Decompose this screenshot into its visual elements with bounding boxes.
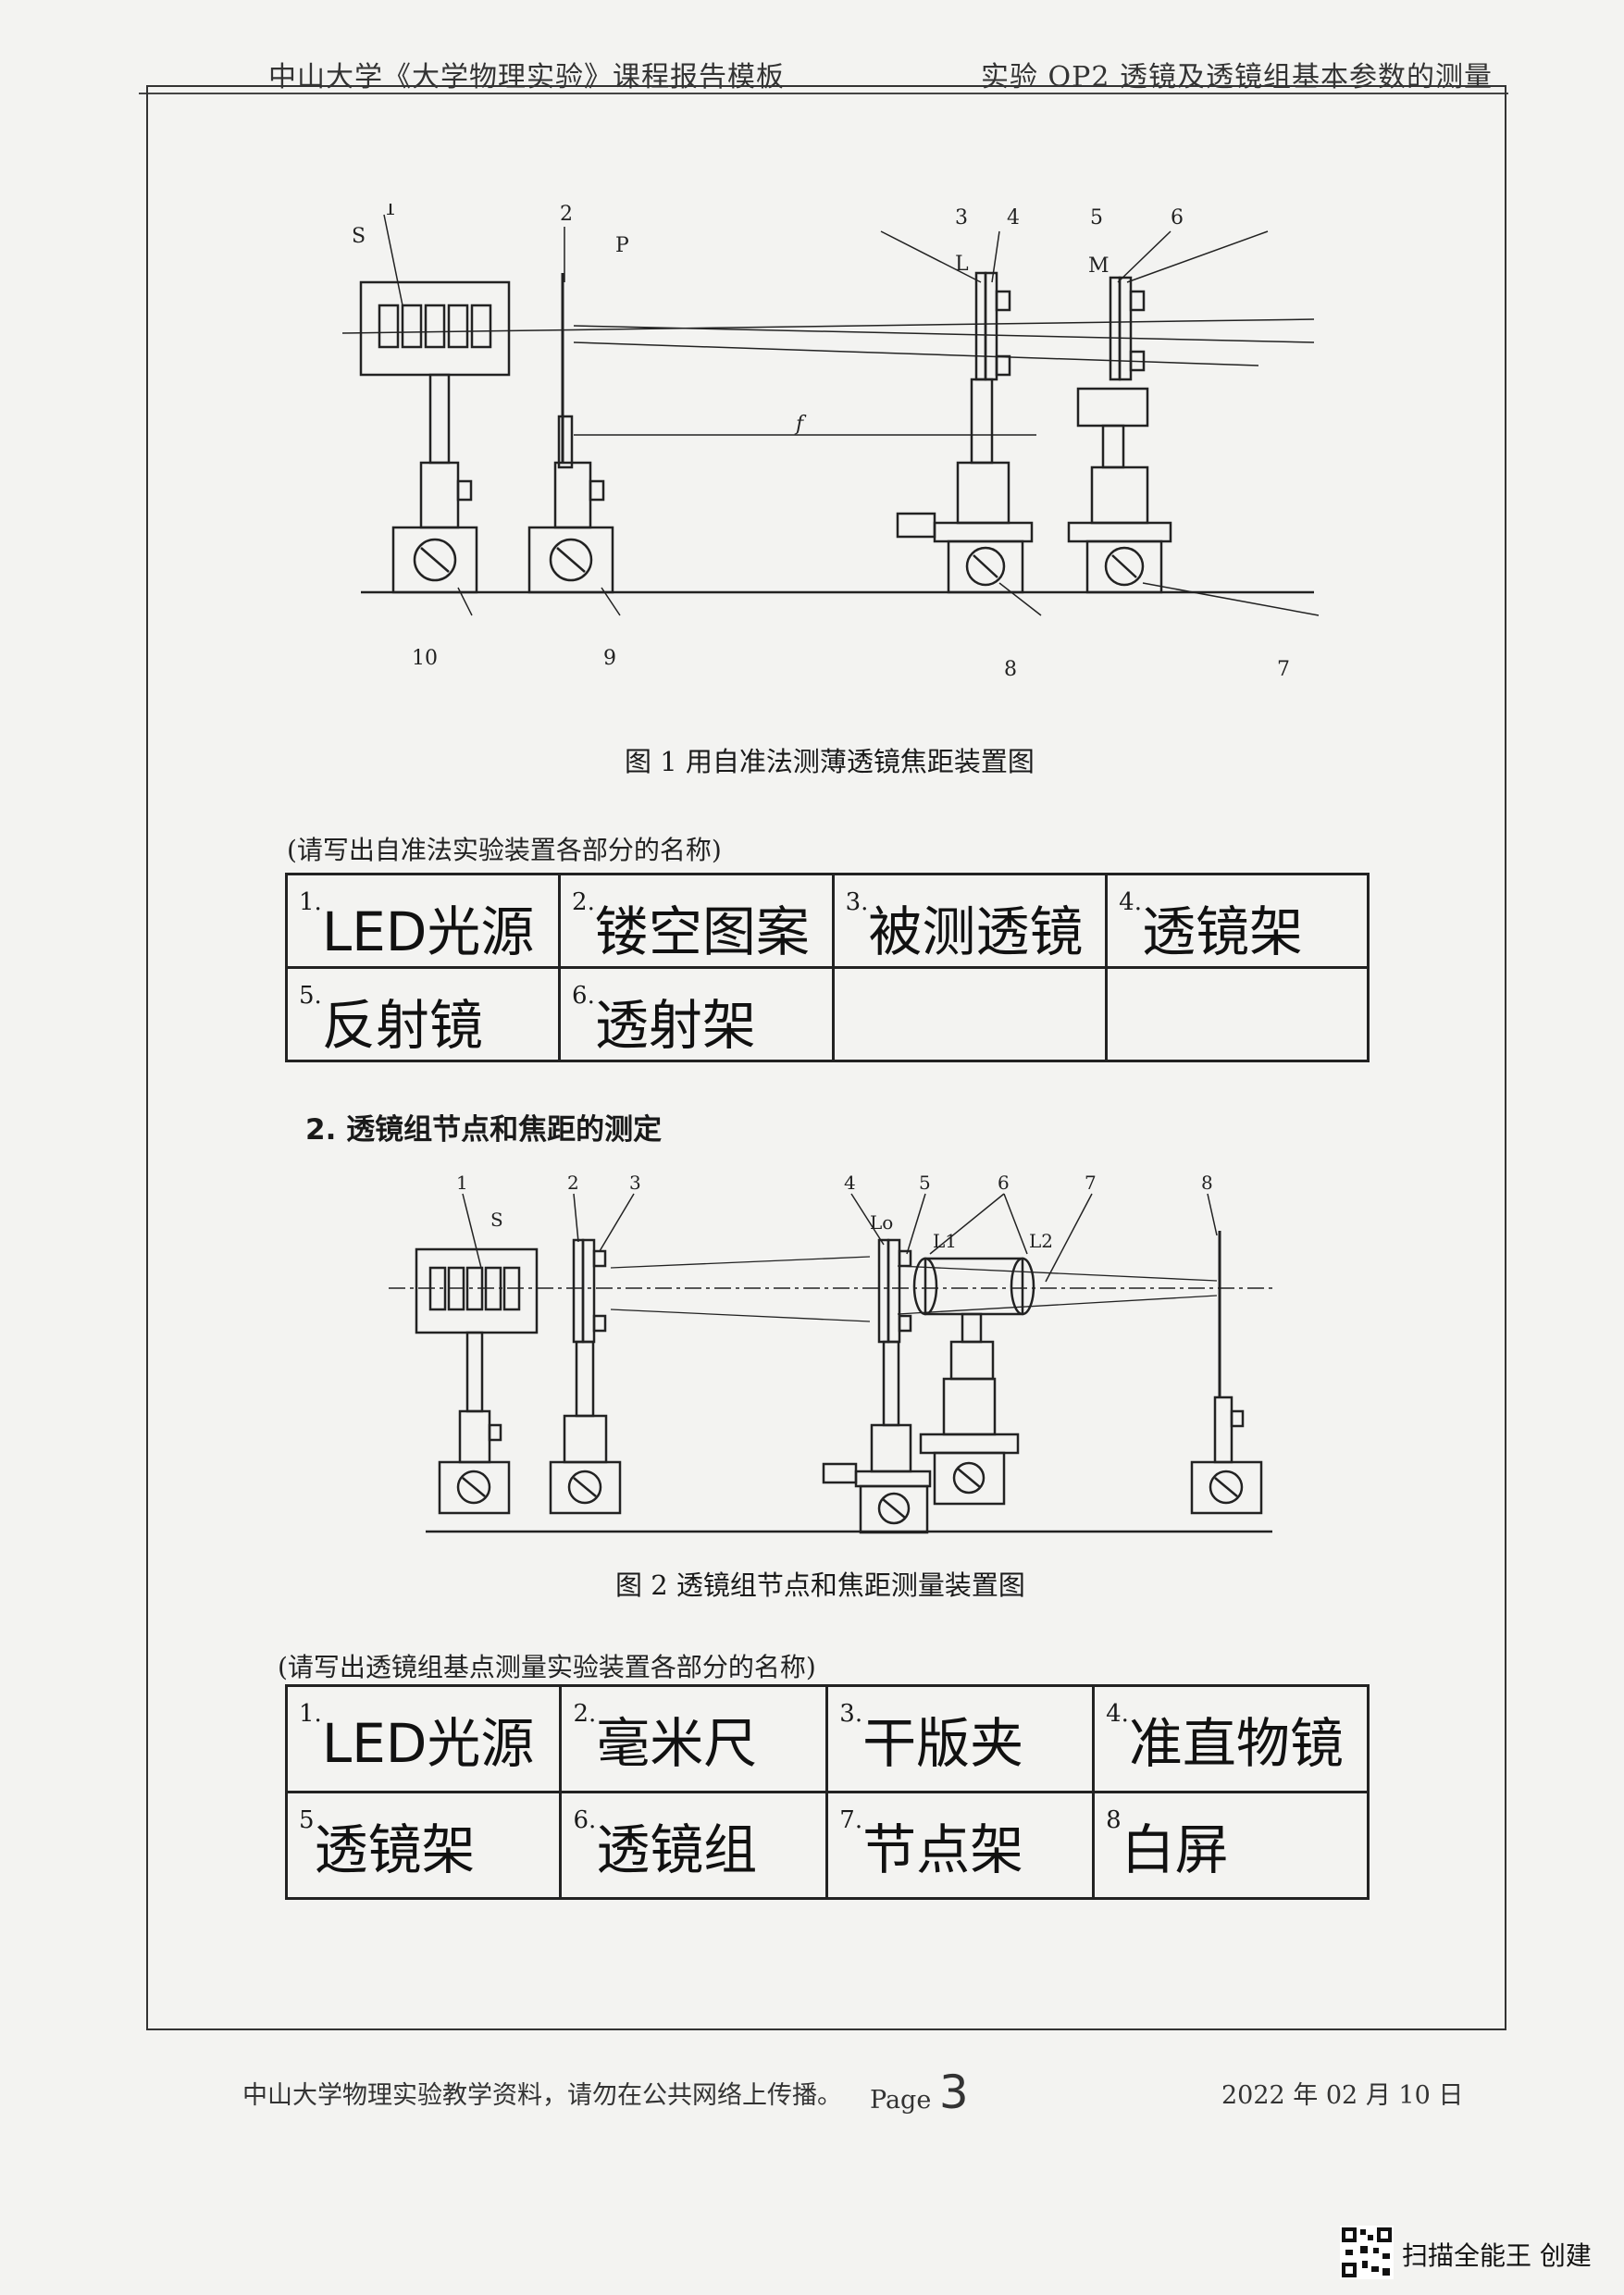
header-rule <box>139 93 1508 94</box>
table-2-cell-4: 4.准直物镜 <box>1092 1684 1370 1793</box>
table-1-cell-5: 5.反射镜 <box>284 966 562 1062</box>
fig2-label-L2: L2 <box>1029 1230 1053 1252</box>
footer-page: Page 3 <box>870 2066 969 2119</box>
fig2-label-3: 3 <box>629 1172 641 1194</box>
fig1-label-S: S <box>352 225 366 248</box>
fig2-label-6: 6 <box>998 1172 1010 1194</box>
footer-notice: 中山大学物理实验教学资料，请勿在公共网络上传播。 <box>242 2081 842 2110</box>
table-2-cell-2: 2.毫米尺 <box>559 1684 829 1793</box>
fig1-label-8: 8 <box>1004 658 1017 681</box>
table-2-cell-5: 5透镜架 <box>284 1791 563 1900</box>
fig1-label-1: 1 <box>384 204 397 220</box>
section-2-title: 2. 透镜组节点和焦距的测定 <box>305 1113 663 1147</box>
fig1-label-4: 4 <box>1007 206 1020 230</box>
fig1-label-7: 7 <box>1277 658 1290 681</box>
fig2-label-7: 7 <box>1085 1172 1097 1194</box>
fig2-label-8: 8 <box>1201 1172 1213 1194</box>
fig2-label-1: 1 <box>456 1172 468 1194</box>
page-number: 3 <box>938 2066 969 2119</box>
table-1-prompt: (请写出自准法实验装置各部分的名称) <box>287 835 722 865</box>
fig1-label-10: 10 <box>412 647 438 670</box>
table-1-cell-6: 6.透射架 <box>558 966 835 1062</box>
fig1-label-6: 6 <box>1171 206 1184 230</box>
table-2-cell-6: 6.透镜组 <box>559 1791 829 1900</box>
table-2-prompt: (请写出透镜组基点测量实验装置各部分的名称) <box>278 1652 816 1682</box>
figure-1-caption: 图 1 用自准法测薄透镜焦距装置图 <box>625 746 1035 777</box>
table-1-cell-2: 2.镂空图案 <box>558 873 835 969</box>
page-frame <box>146 85 1506 2030</box>
header-experiment-title: 实验 OP2 透镜及透镜组基本参数的测量 <box>981 61 1493 93</box>
fig1-label-9: 9 <box>603 647 616 670</box>
table-2-cell-7: 7.节点架 <box>825 1791 1096 1900</box>
table-2-cell-1: 1.LED光源 <box>284 1684 563 1793</box>
table-2-cell-3: 3.干版夹 <box>825 1684 1096 1793</box>
figure-1-apparatus-diagram: S 1 2 P 3 L 4 5 M 6 f 10 9 8 7 <box>341 204 1320 681</box>
footer-date: 2022 年 02 月 10 日 <box>1221 2081 1464 2110</box>
figure-2-caption: 图 2 透镜组节点和焦距测量装置图 <box>615 1569 1025 1601</box>
apparatus-names-table-2: 1.LED光源 2.毫米尺 3.干版夹 4.准直物镜 5透镜架 6.透镜组 7.… <box>284 1684 1370 1900</box>
table-1-cell-3: 3.被测透镜 <box>831 873 1109 969</box>
fig2-label-Lo: Lo <box>870 1211 893 1234</box>
table-1-cell-7 <box>831 966 1109 1062</box>
watermark-text: 扫描全能王 创建 <box>1402 2240 1592 2271</box>
fig2-label-2: 2 <box>567 1172 579 1194</box>
fig2-label-4: 4 <box>844 1172 856 1194</box>
fig1-label-5: 5 <box>1090 206 1103 230</box>
table-1-cell-8 <box>1105 966 1370 1062</box>
fig2-label-S: S <box>490 1209 503 1231</box>
fig2-label-L1: L1 <box>933 1230 957 1252</box>
fig1-label-2: 2 <box>560 204 573 226</box>
table-1-cell-1: 1.LED光源 <box>284 873 562 969</box>
fig1-label-f: f <box>794 413 807 436</box>
fig1-label-M: M <box>1088 254 1110 278</box>
fig1-label-L: L <box>955 253 969 276</box>
apparatus-names-table-1: 1.LED光源 2.镂空图案 3.被测透镜 4.透镜架 5.反射镜 6.透射架 <box>284 873 1370 1062</box>
page-label: Page <box>870 2086 932 2115</box>
figure-2-apparatus-diagram: 1 S 2 3 4 Lo 5 6 L1 L2 7 8 <box>389 1172 1272 1534</box>
table-1-cell-4: 4.透镜架 <box>1105 873 1370 969</box>
fig1-label-3: 3 <box>955 206 968 230</box>
fig1-label-P: P <box>615 234 629 257</box>
qr-code-icon <box>1340 2226 1394 2279</box>
header-course-title: 中山大学《大学物理实验》课程报告模板 <box>268 61 785 93</box>
fig2-label-5: 5 <box>919 1172 931 1194</box>
table-2-cell-8: 8白屏 <box>1092 1791 1370 1900</box>
